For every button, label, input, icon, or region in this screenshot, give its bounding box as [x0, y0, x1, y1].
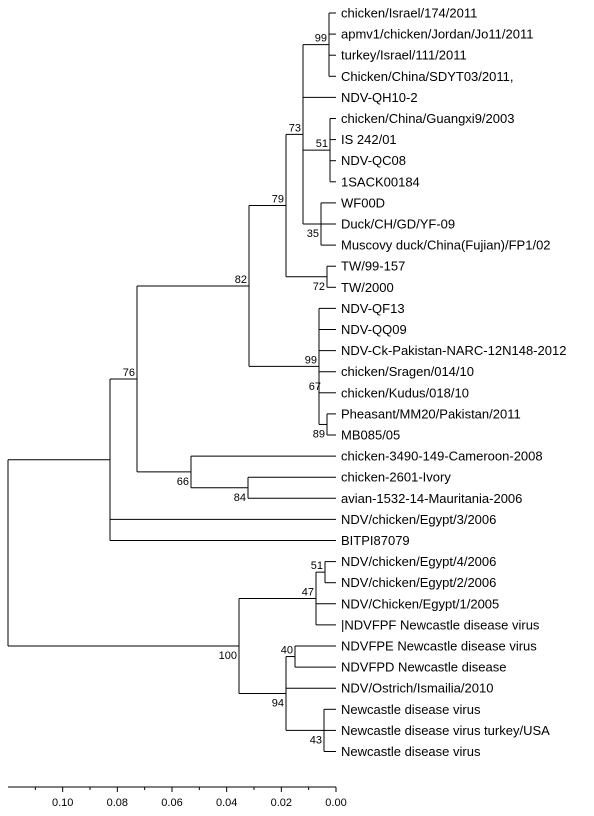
bootstrap-value: 84 [234, 492, 246, 504]
bootstrap-value: 99 [305, 354, 317, 366]
bootstrap-value: 76 [123, 367, 135, 379]
taxon-label: TW/99-157 [341, 259, 405, 274]
taxon-label: avian-1532-14-Mauritania-2006 [341, 491, 522, 506]
taxon-label: NDVFPD Newcastle disease [341, 660, 506, 675]
taxon-label: chicken/China/Guangxi9/2003 [341, 111, 514, 126]
taxon-label: Pheasant/MM20/Pakistan/2011 [341, 406, 521, 421]
taxon-label: chicken/Israel/174/2011 [341, 6, 477, 21]
taxon-label: Newcastle disease virus turkey/USA [341, 723, 550, 738]
taxon-label: NDV/chicken/Egypt/4/2006 [341, 554, 496, 569]
bootstrap-value: 51 [316, 138, 328, 150]
taxon-label: Newcastle disease virus [341, 702, 481, 717]
bootstrap-value: 47 [302, 587, 314, 599]
scale-tick-label: 0.10 [52, 797, 73, 809]
taxon-label: Muscovy duck/China(Fujian)/FP1/02 [341, 238, 551, 253]
scale-axis: 0.10 0.08 0.06 0.04 0.02 0.00 [8, 786, 347, 809]
taxon-label: NDV/Ostrich/Ismailia/2010 [341, 681, 493, 696]
taxon-label: |NDVFPF Newcastle disease virus [341, 617, 540, 632]
taxon-label: chicken/Sragen/014/10 [341, 364, 474, 379]
taxon-label: NDVFPE Newcastle disease virus [341, 639, 537, 654]
bootstrap-value: 43 [310, 734, 322, 746]
taxon-label: NDV-QH10-2 [341, 90, 418, 105]
taxon-label: TW/2000 [341, 280, 394, 295]
bootstrap-value: 67 [309, 381, 321, 393]
bootstrap-value: 66 [177, 476, 189, 488]
bootstrap-value: 79 [272, 194, 284, 206]
bootstrap-value: 72 [313, 281, 325, 293]
scale-tick-label: 0.04 [216, 797, 237, 809]
taxon-label: NDV-QC08 [341, 153, 406, 168]
taxon-label: NDV-QF13 [341, 301, 405, 316]
taxon-label: turkey/Israel/111/2011 [341, 48, 467, 63]
taxon-label: apmv1/chicken/Jordan/Jo11/2011 [341, 27, 533, 42]
scale-tick-label: 0.00 [325, 797, 346, 809]
taxon-label: chicken/Kudus/018/10 [341, 385, 469, 400]
scale-tick-label: 0.02 [271, 797, 292, 809]
scale-tick-label: 0.06 [161, 797, 182, 809]
scale-tick-label: 0.08 [107, 797, 128, 809]
taxon-label: Duck/CH/GD/YF-09 [341, 217, 455, 232]
leaf-labels: chicken/Israel/174/2011 apmv1/chicken/Jor… [341, 6, 566, 760]
taxon-label: NDV-Ck-Pakistan-NARC-12N148-2012 [341, 343, 566, 358]
tree-branches [7, 12, 336, 752]
taxon-label: NDV-QQ09 [341, 322, 407, 337]
taxon-label: BITPI87079 [341, 533, 410, 548]
taxon-label: NDV/chicken/Egypt/3/2006 [341, 512, 496, 527]
taxon-label: NDV/chicken/Egypt/2/2006 [341, 575, 496, 590]
bootstrap-labels: 99 51 35 73 72 79 67 89 99 82 84 66 76 51 47 40 43 94 100 [123, 33, 328, 747]
taxon-label: Newcastle disease virus [341, 744, 481, 759]
bootstrap-value: 94 [272, 697, 284, 709]
bootstrap-value: 99 [315, 33, 327, 45]
bootstrap-value: 82 [235, 274, 247, 286]
taxon-label: chicken-3490-149-Cameroon-2008 [341, 449, 543, 464]
bootstrap-value: 89 [313, 428, 325, 440]
bootstrap-value: 51 [311, 560, 323, 572]
taxon-label: chicken-2601-Ivory [341, 470, 451, 485]
taxon-label: 1SACK00184 [341, 174, 420, 189]
taxon-label: IS 242/01 [341, 132, 397, 147]
bootstrap-value: 35 [307, 228, 319, 240]
bootstrap-value: 100 [219, 650, 237, 662]
taxon-label: NDV/Chicken/Egypt/1/2005 [341, 596, 499, 611]
bootstrap-value: 40 [281, 645, 293, 657]
taxon-label: WF00D [341, 195, 385, 210]
bootstrap-value: 73 [289, 122, 301, 134]
taxon-label: Chicken/China/SDYT03/2011, [341, 69, 513, 84]
taxon-label: MB085/05 [341, 428, 400, 443]
